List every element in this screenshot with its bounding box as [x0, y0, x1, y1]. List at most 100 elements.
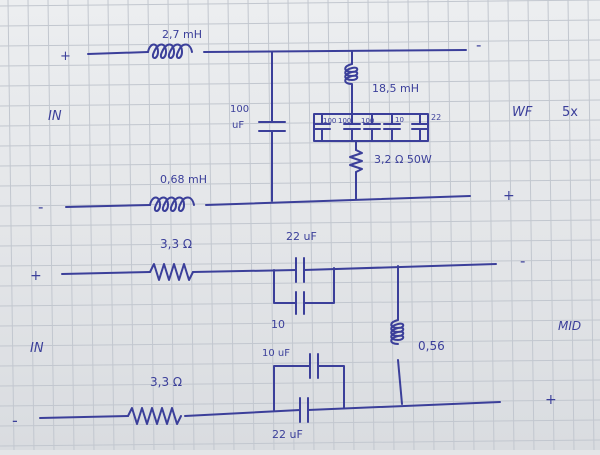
- lower-shunt-wire-bottom: [397, 359, 403, 405]
- grid-line-vertical: [387, 0, 395, 451]
- grid-line-vertical: [187, 0, 195, 451]
- lower-c-top-main-label: 22 uF: [286, 230, 317, 243]
- lower-minus-in: -: [12, 411, 18, 430]
- grid-line-horizontal: [0, 79, 600, 87]
- notch-cap-2-label: 100: [338, 117, 351, 125]
- lower-in-label: IN: [30, 341, 44, 356]
- grid-line-horizontal: [0, 59, 600, 67]
- grid-line-vertical: [147, 0, 155, 451]
- grid-line-vertical: [367, 0, 375, 451]
- grid-line-vertical: [567, 0, 575, 451]
- lower-bottom-wire-mid: [184, 409, 301, 417]
- grid-line-vertical: [27, 0, 35, 451]
- grid-line-vertical: [467, 0, 475, 451]
- notch-cap-1-label: 100: [323, 117, 336, 125]
- lower-bottom-resistor: [127, 407, 182, 425]
- notch-cap-4-label: 10: [395, 116, 404, 124]
- lower-r-bottom-label: 3,3 Ω: [150, 375, 182, 389]
- grid-line-horizontal: [0, 139, 600, 147]
- lower-r-top-label: 3,3 Ω: [160, 237, 192, 251]
- notch-cap-5-label: 22: [431, 113, 441, 122]
- upper-l-top-label: 2,7 mH: [162, 28, 202, 41]
- lower-bottom-wire-right: [307, 401, 501, 411]
- grid-line-vertical: [307, 0, 315, 451]
- lower-top-wire-mid: [192, 269, 297, 273]
- grid-line-vertical: [587, 0, 595, 451]
- grid-line-vertical: [167, 0, 175, 451]
- grid-line-vertical: [447, 0, 455, 451]
- grid-line-vertical: [227, 0, 235, 451]
- lower-shunt-inductor: [390, 319, 405, 345]
- upper-in-label: IN: [48, 109, 62, 124]
- grid-line-horizontal: [0, 199, 600, 207]
- grid-line-vertical: [327, 0, 335, 451]
- upper-top-wire-right: [203, 49, 467, 53]
- upper-c-main-unit: uF: [232, 120, 244, 131]
- lower-bottom-cap-main: [299, 397, 309, 423]
- grid-line-horizontal: [0, 379, 600, 387]
- lower-c-bot-main-label: 22 uF: [272, 428, 303, 441]
- wf-label: WF: [512, 105, 533, 120]
- upper-minus-out: -: [476, 36, 481, 54]
- notch-cap-2: [343, 113, 361, 142]
- lower-c-bot-par-label: 10 uF: [262, 348, 290, 359]
- wf-count: 5x: [562, 105, 578, 120]
- grid-line-horizontal: [0, 279, 600, 287]
- lower-bottom-wire-left: [39, 415, 129, 419]
- notch-resistor: [349, 149, 363, 173]
- lower-c-top-par-label: 10: [271, 318, 285, 331]
- grid-line-horizontal: [0, 159, 600, 167]
- lower-top-wire-right: [303, 263, 497, 271]
- grid-line-horizontal: [0, 339, 600, 347]
- grid-line-horizontal: [0, 119, 600, 127]
- upper-c-main-value: 100: [230, 104, 249, 115]
- grid-line-vertical: [507, 0, 515, 451]
- mid-label: MID: [558, 319, 581, 333]
- upper-l-bottom-label: 0,68 mH: [160, 173, 207, 186]
- notch-cap-5: [411, 113, 429, 142]
- upper-bottom-wire-right: [205, 195, 471, 206]
- lower-minus-out: -: [520, 252, 525, 270]
- grid-line-horizontal: [0, 439, 600, 447]
- notch-inductor: [344, 63, 359, 109]
- upper-top-inductor: [147, 43, 193, 59]
- grid-line-horizontal: [0, 0, 600, 7]
- lower-top-resistor: [149, 263, 194, 281]
- upper-bottom-inductor: [149, 196, 195, 212]
- notch-l-label: 18,5 mH: [372, 82, 419, 95]
- grid-line-vertical: [207, 0, 215, 451]
- grid-line-vertical: [547, 0, 555, 451]
- upper-plus-in: +: [60, 49, 71, 64]
- upper-minus-in: -: [38, 198, 43, 216]
- grid-line-horizontal: [0, 219, 600, 227]
- notch-cap-3-label: 100: [361, 117, 374, 125]
- grid-line-vertical: [287, 0, 295, 451]
- lower-l-shunt-label: 0,56: [418, 339, 445, 353]
- lower-top-cap-parallel: [273, 267, 335, 315]
- upper-top-wire-left: [87, 51, 149, 55]
- grid-line-horizontal: [0, 299, 600, 307]
- upper-plus-out: +: [503, 188, 515, 204]
- grid-line-vertical: [7, 0, 15, 451]
- grid-line-vertical: [427, 0, 435, 451]
- grid-line-horizontal: [0, 239, 600, 247]
- grid-line-horizontal: [0, 19, 600, 27]
- notch-r-label: 3,2 Ω 50W: [374, 153, 432, 166]
- grid-line-horizontal: [0, 179, 600, 187]
- grid-line-vertical: [527, 0, 535, 451]
- lower-bottom-cap-parallel: [273, 353, 345, 411]
- grid-line-horizontal: [0, 359, 600, 367]
- upper-shunt-capacitor: [258, 121, 286, 132]
- grid-line-horizontal: [0, 319, 600, 327]
- grid-line-horizontal: [0, 99, 600, 107]
- grid-line-horizontal: [0, 259, 600, 267]
- notch-cap-4: [383, 113, 401, 142]
- lower-top-wire-left: [61, 271, 151, 275]
- lower-plus-in: +: [30, 268, 42, 284]
- notch-cap-3: [363, 113, 381, 142]
- grid-line-vertical: [407, 0, 415, 451]
- grid-line-horizontal: [0, 39, 600, 47]
